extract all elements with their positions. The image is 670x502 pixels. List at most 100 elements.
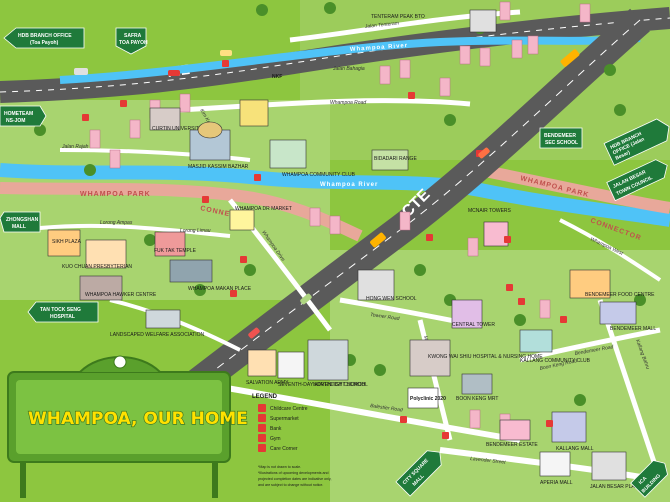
balestier-road-label: Balestier Road xyxy=(370,403,404,414)
hdb-block xyxy=(179,93,191,113)
poi-markers[interactable] xyxy=(82,60,567,439)
car xyxy=(478,147,490,159)
lorong-ampas-label: Lorong Ampas xyxy=(100,220,133,226)
central-tower-label: CENTRAL TOWER xyxy=(452,322,495,328)
board-post-left xyxy=(20,462,26,498)
supermarket-icon xyxy=(258,414,266,422)
tree xyxy=(84,164,96,176)
bus xyxy=(370,232,386,248)
childcare-icon xyxy=(258,404,266,412)
hong-wen-label: HONG WEN SCHOOL xyxy=(366,296,417,302)
tenteram-peak-building xyxy=(469,9,497,33)
legend-item-supermarket: Supermarket xyxy=(258,414,299,422)
jalan-bahagia-label: Jalan Bahagia xyxy=(332,66,365,72)
sign-bendemeer-sec-line2: SEC SCHOOL xyxy=(545,140,578,146)
kwong-wai-shiu-building xyxy=(409,339,451,377)
polyclinic-label: Polyclinic 2020 xyxy=(410,396,446,402)
tree xyxy=(574,394,586,406)
curtin-building xyxy=(149,107,181,131)
nkf-building xyxy=(239,99,269,127)
landscaped-building xyxy=(145,309,181,329)
hdb-block xyxy=(89,129,101,149)
bendemeer-estate-building xyxy=(499,419,531,441)
landmarks: NKF TENTERAM PEAK BTO CURTIN UNIVERSITY … xyxy=(47,9,656,490)
tree xyxy=(34,124,46,136)
bendemeer-mall-building xyxy=(599,301,637,325)
whampoa-makan-label: WHAMPOA MAKAN PLACE xyxy=(188,286,252,292)
kallang-mall-label: KALLANG MALL xyxy=(556,446,594,452)
aperia-label: APERIA MALL xyxy=(540,480,573,486)
tree xyxy=(256,4,268,16)
kwong-wai-shiu-label: KWONG WAI SHIU HOSPITAL & NURSING HOME xyxy=(428,354,543,360)
legend-note-2: *Illustrations of upcoming developments … xyxy=(258,471,329,475)
childcare-icon xyxy=(222,60,229,67)
sign-safra[interactable]: SAFRA TOA PAYOH xyxy=(115,27,148,55)
hdb-block xyxy=(459,45,471,65)
legend-item-care-corner: Care Corner xyxy=(258,444,298,452)
sign-tan-tock-seng[interactable]: TAN TOCK SENG HOSPITAL xyxy=(27,301,99,323)
central-tower-building xyxy=(451,299,483,329)
sign-hometeam-line1: HOMETEAM xyxy=(4,111,33,117)
tree xyxy=(324,2,336,14)
fuk-tak-building xyxy=(154,231,186,257)
title-board-face xyxy=(16,380,222,454)
sign-hdb-toa-payoh-line2: (Toa Payoh) xyxy=(30,40,59,46)
sign-zhongshan-line1: ZHONGSHAN xyxy=(6,217,39,223)
hong-wen-building xyxy=(357,269,395,301)
sign-bendemeer-sec[interactable]: BENDEMEER SEC SCHOOL xyxy=(539,127,583,149)
sign-hometeam-line2: NS-JOM xyxy=(6,118,25,124)
car xyxy=(248,327,260,339)
hdb-block xyxy=(539,299,551,319)
whampoa-river-upper-label: Whampoa River xyxy=(350,43,409,53)
hdb-block xyxy=(399,59,411,79)
car xyxy=(300,293,312,305)
tree xyxy=(194,284,206,296)
jalan-besar-plaza-building xyxy=(591,451,627,481)
childcare-icon xyxy=(504,236,511,243)
kallang-cc-label: KALLANG COMMUNITY CLUB xyxy=(520,358,591,364)
hdb-block xyxy=(469,409,481,429)
car xyxy=(74,68,88,75)
bank-icon xyxy=(82,114,89,121)
whampoa-cc-building xyxy=(269,139,307,169)
sign-hometeam[interactable]: HOMETEAM NS-JOM xyxy=(0,105,47,127)
map-title: WHAMPOA, OUR HOME xyxy=(28,409,248,429)
middle-river: Whampoa River Whampoa River xyxy=(0,43,670,227)
care-corner-icon xyxy=(230,290,237,297)
jalan-besar-plaza-label: JALAN BESAR PLAZA xyxy=(590,484,642,490)
sign-zhongshan-line2: MALL xyxy=(12,224,26,230)
sign-hdb-toa-payoh[interactable]: HDB BRANCH OFFICE (Toa Payoh) xyxy=(3,27,85,49)
seventh-day-building xyxy=(277,351,305,379)
hdb-block xyxy=(129,119,141,139)
legend-item-childcare: Childcare Centre xyxy=(258,404,308,412)
legend-note-3: projected completion dates are indicativ… xyxy=(258,477,331,481)
childcare-icon xyxy=(120,100,127,107)
hdb-block xyxy=(479,47,491,67)
jalan-rajah-road xyxy=(59,148,251,162)
hdb-block xyxy=(511,39,523,59)
sign-zhongshan[interactable]: ZHONGSHAN MALL xyxy=(0,211,41,233)
sign-bendemeer-sec-line1: BENDEMEER xyxy=(544,133,576,139)
town-council-logo xyxy=(113,355,127,369)
boon-keng-mrt-label: BOON KENG MRT xyxy=(456,396,498,402)
legend-title: LEGEND xyxy=(252,394,278,400)
whampoa-river-label: Whampoa River xyxy=(320,182,378,188)
childcare-icon xyxy=(408,92,415,99)
legend-childcare-label: Childcare Centre xyxy=(270,406,308,412)
childcare-icon xyxy=(240,256,247,263)
whampoa-road-north xyxy=(179,98,471,113)
tree xyxy=(144,234,156,246)
sign-city-square[interactable]: CITY SQUARE MALL xyxy=(395,445,447,497)
care-corner-icon xyxy=(258,444,266,452)
sikh-plaza-label: SIKH PLAZA xyxy=(52,239,82,245)
legend-item-gym: Gym xyxy=(258,434,281,442)
tree xyxy=(614,104,626,116)
bendemeer-estate-label: BENDEMEER ESTATE xyxy=(486,442,538,448)
hdb-block xyxy=(579,3,591,23)
legend-note-4: and are subject to change without notice… xyxy=(258,483,323,487)
tree xyxy=(514,314,526,326)
lorong-ampas-road xyxy=(39,223,231,238)
jalan-tenteram-label: Jalan Tenteram xyxy=(364,20,400,30)
bidadari-label: BIDADARI RANGE xyxy=(374,156,417,162)
